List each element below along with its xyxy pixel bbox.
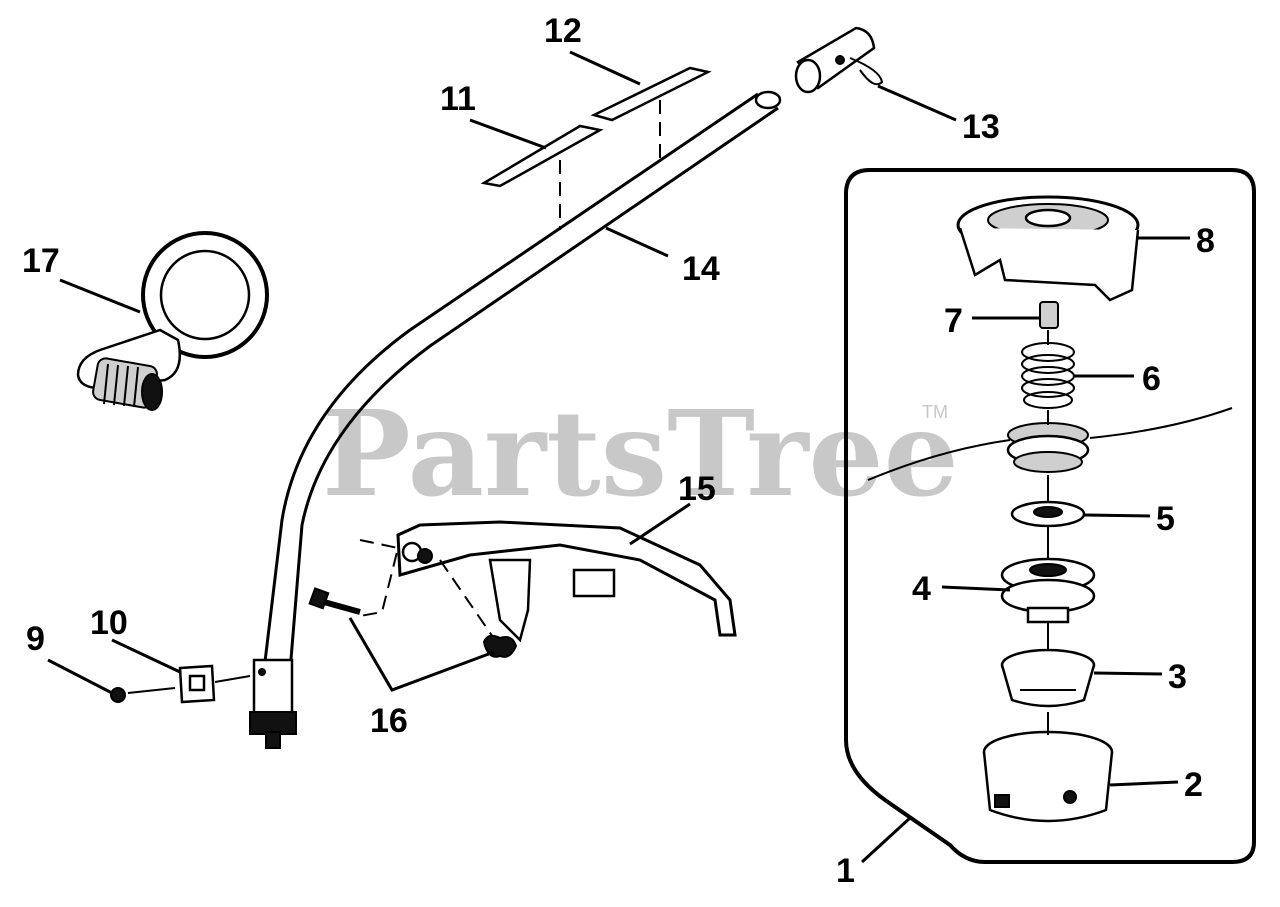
part-5-washer	[1010, 500, 1086, 528]
part-14-shaft	[249, 90, 782, 749]
part-10-clip	[178, 664, 251, 704]
trimmer-line-reel	[867, 407, 1233, 481]
callout-9: 9	[26, 620, 45, 658]
part-4-spool	[1000, 557, 1096, 624]
callout-6: 6	[1142, 360, 1161, 398]
callout-3: 3	[1168, 658, 1187, 696]
callout-1: 1	[836, 852, 855, 890]
part-17-handle-clamp	[76, 231, 269, 411]
leader-2	[1109, 780, 1179, 787]
watermark-text: PartsTree	[322, 384, 959, 523]
part-11-decal	[480, 124, 604, 230]
callout-14: 14	[682, 250, 720, 288]
callout-4: 4	[912, 570, 931, 608]
part-3-drive	[1000, 648, 1096, 708]
callout-17: 17	[22, 242, 60, 280]
leader-1	[860, 816, 912, 864]
part-15-assist-handle	[359, 520, 737, 643]
watermark-trademark: TM	[922, 402, 948, 422]
leader-12	[569, 50, 641, 86]
part-12-decal	[590, 66, 712, 160]
callout-12: 12	[544, 12, 582, 50]
leader-3	[1093, 671, 1163, 676]
part-8-housing-cap	[956, 195, 1140, 302]
callout-2: 2	[1184, 766, 1203, 804]
leader-4	[941, 585, 1011, 592]
callout-16: 16	[370, 702, 408, 740]
callout-7: 7	[944, 302, 963, 340]
part-13-coupler	[794, 26, 884, 94]
part-2-housing	[982, 730, 1114, 823]
leader-14	[605, 226, 669, 258]
leader-16	[348, 617, 495, 692]
leader-10	[111, 638, 181, 674]
callout-13: 13	[962, 108, 1000, 146]
part-16-bolt-and-wingnut	[308, 559, 518, 658]
callout-8: 8	[1196, 222, 1215, 260]
callout-10: 10	[90, 604, 128, 642]
leader-15	[629, 502, 691, 546]
leader-5	[1083, 513, 1151, 518]
part-1-group-box	[844, 168, 1256, 864]
leader-9	[47, 658, 113, 695]
callout-11: 11	[440, 80, 476, 118]
part-7-eyelet	[1039, 301, 1059, 329]
part-9-screw	[110, 687, 176, 703]
callout-15: 15	[678, 470, 716, 508]
leader-13	[877, 84, 957, 122]
leader-11	[469, 118, 547, 150]
leader-17	[59, 278, 141, 314]
callout-5: 5	[1156, 500, 1175, 538]
part-6-spring	[1021, 342, 1075, 409]
